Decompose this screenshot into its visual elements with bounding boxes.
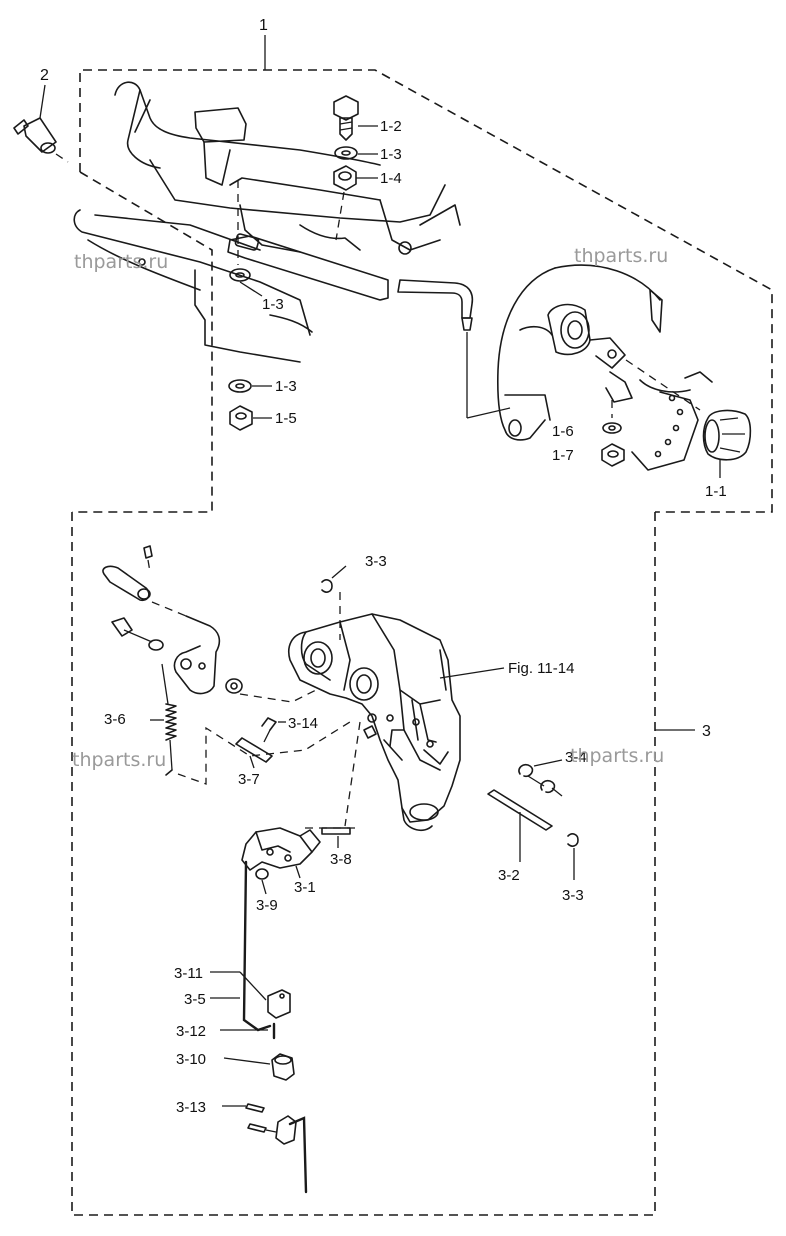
lever-3-1	[241, 827, 321, 879]
fitting-part-2	[13, 84, 69, 163]
label-1-4: 1-4	[380, 170, 402, 187]
label-1-1: 1-1	[705, 483, 727, 500]
watermark: thparts.ru	[574, 245, 668, 267]
washer-1-3-low	[228, 379, 272, 393]
watermark: thparts.ru	[72, 749, 166, 771]
clip-3-3-upper	[321, 565, 347, 593]
label-assy-3: 3	[702, 723, 711, 740]
friction-knob-1-1	[702, 409, 752, 478]
label-assy-2: 2	[40, 67, 49, 84]
spring-3-4	[518, 759, 563, 797]
washer-1-3-top	[334, 146, 378, 160]
adjust-screw	[111, 617, 164, 651]
label-3-1: 3-1	[294, 879, 316, 896]
grip-sleeve	[102, 565, 187, 617]
washer-3-9	[255, 868, 269, 895]
clip-3-3-lower	[567, 833, 579, 880]
nut-1-5	[229, 405, 272, 431]
watermark: thparts.ru	[570, 745, 664, 767]
link-dashes	[177, 592, 361, 829]
rod-end-joint	[265, 1115, 308, 1194]
clamp-bracket-lower	[73, 209, 313, 363]
nut-1-4	[333, 165, 378, 241]
washer-1-6	[602, 400, 622, 434]
rod-3-5	[210, 860, 272, 1032]
pin-3-7	[235, 737, 273, 769]
clip-3-14	[261, 717, 286, 743]
assembly-1-frame	[72, 35, 773, 513]
label-3-8: 3-8	[330, 851, 352, 868]
label-1-3-low: 1-3	[275, 378, 297, 395]
label-3-3-upper: 3-3	[365, 553, 387, 570]
collar-3-10	[223, 1053, 295, 1081]
label-3-7: 3-7	[238, 771, 260, 788]
swivel-bracket-body	[288, 613, 461, 832]
nut-1-7	[601, 443, 625, 467]
label-3-5: 3-5	[184, 991, 206, 1008]
fig-ref-leader	[439, 667, 505, 679]
label-3-10: 3-10	[176, 1051, 206, 1068]
grip-pin	[143, 545, 153, 573]
assembly-3-frame	[71, 512, 695, 1216]
washer-1-3-mid	[229, 180, 263, 297]
watermark: thparts.ru	[74, 251, 168, 273]
label-3-9: 3-9	[256, 897, 278, 914]
bolt-1-2	[333, 95, 378, 141]
label-3-14: 3-14	[288, 715, 318, 732]
spring-3-6	[150, 663, 177, 776]
label-3-2: 3-2	[498, 867, 520, 884]
pin-3-12	[220, 1022, 276, 1040]
label-fig-ref: Fig. 11-14	[508, 660, 574, 677]
label-1-6: 1-6	[552, 423, 574, 440]
label-assy-1: 1	[259, 17, 268, 34]
shaft-3-2	[487, 789, 553, 862]
connector-3-11	[239, 971, 291, 1019]
label-3-13: 3-13	[176, 1099, 206, 1116]
control-lever	[173, 615, 243, 695]
label-1-3-top: 1-3	[380, 146, 402, 163]
label-3-3-lower: 3-3	[562, 887, 584, 904]
label-3-12: 3-12	[176, 1023, 206, 1040]
label-3-6: 3-6	[104, 711, 126, 728]
label-1-3-mid: 1-3	[262, 296, 284, 313]
pin-3-8	[321, 827, 351, 848]
clamp-bracket-upper	[114, 81, 461, 255]
label-1-5: 1-5	[275, 410, 297, 427]
label-1-7: 1-7	[552, 447, 574, 464]
swivel-housing	[497, 264, 713, 471]
label-3-4: 3-4	[565, 749, 587, 766]
label-1-2: 1-2	[380, 118, 402, 135]
tilt-tube	[227, 233, 511, 419]
pins-3-13	[222, 1103, 267, 1133]
label-3-11: 3-11	[174, 965, 203, 982]
